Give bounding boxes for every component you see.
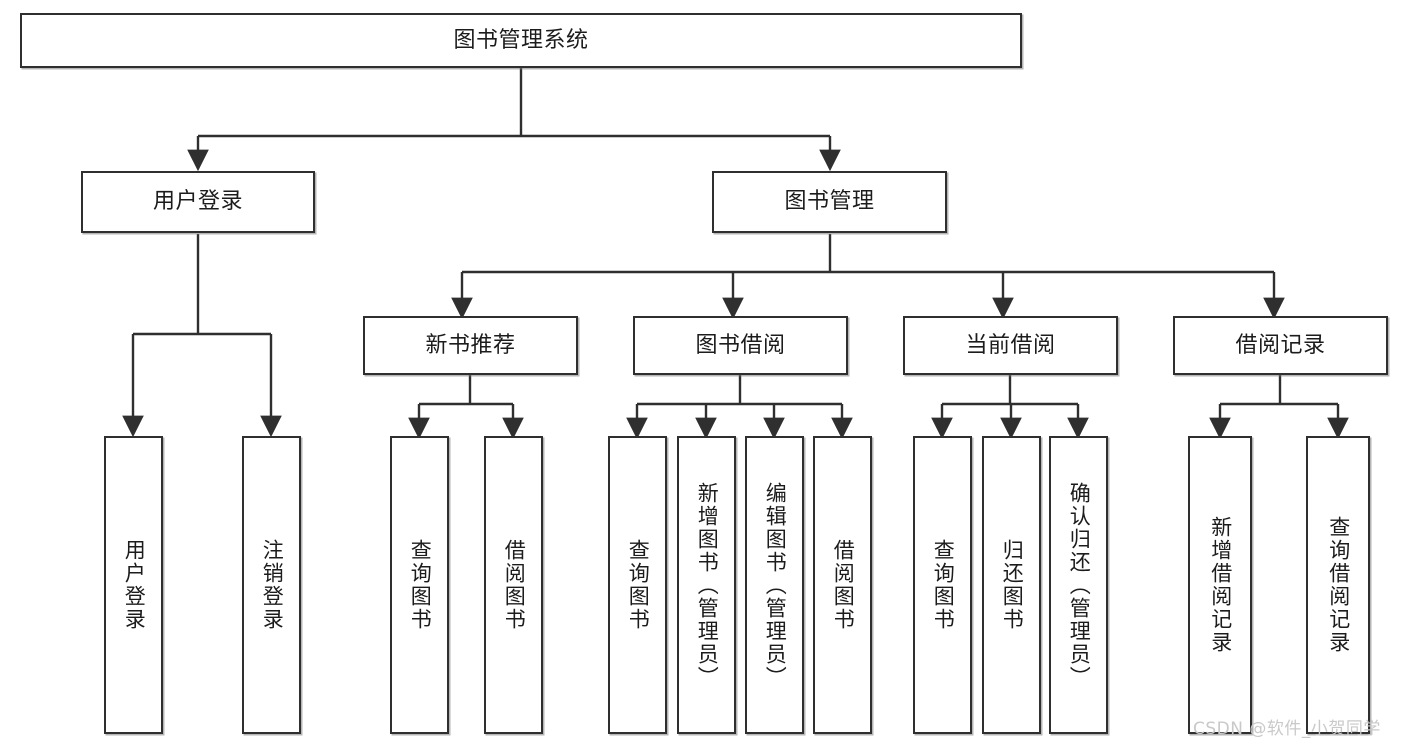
node-leaf-add-book[interactable]: 新增图书（管理员） <box>677 436 736 734</box>
node-leaf-borrow-book-2[interactable]: 借阅图书 <box>813 436 872 734</box>
node-user-login-label: 用户登录 <box>152 189 243 215</box>
node-leaf-query-book-1[interactable]: 查询图书 <box>390 436 449 734</box>
node-book-management[interactable]: 图书管理 <box>712 171 947 233</box>
node-leaf-return-book[interactable]: 归还图书 <box>982 436 1041 734</box>
node-leaf-logout-label: 注销登录 <box>260 539 285 631</box>
node-leaf-add-record-label: 新增借阅记录 <box>1208 516 1233 654</box>
node-root-label: 图书管理系统 <box>453 27 589 53</box>
node-leaf-query-book-2[interactable]: 查询图书 <box>608 436 667 734</box>
node-new-book-recommend-label: 新书推荐 <box>425 332 516 358</box>
node-leaf-add-record[interactable]: 新增借阅记录 <box>1188 436 1252 734</box>
node-new-book-recommend[interactable]: 新书推荐 <box>363 316 578 375</box>
node-leaf-add-book-label: 新增图书（管理员） <box>695 481 720 689</box>
node-borrow-record[interactable]: 借阅记录 <box>1173 316 1388 375</box>
node-leaf-edit-book-label: 编辑图书（管理员） <box>763 481 788 689</box>
node-leaf-query-book-1-label: 查询图书 <box>408 539 433 631</box>
node-leaf-logout[interactable]: 注销登录 <box>242 436 301 734</box>
node-leaf-query-record[interactable]: 查询借阅记录 <box>1306 436 1370 734</box>
node-leaf-user-login-label: 用户登录 <box>122 539 147 631</box>
node-leaf-query-book-3-label: 查询图书 <box>931 539 956 631</box>
node-leaf-borrow-book-1[interactable]: 借阅图书 <box>484 436 543 734</box>
node-leaf-query-record-label: 查询借阅记录 <box>1326 516 1351 654</box>
node-leaf-query-book-3[interactable]: 查询图书 <box>913 436 972 734</box>
node-borrow-record-label: 借阅记录 <box>1235 332 1326 358</box>
node-book-borrow-label: 图书借阅 <box>695 332 786 358</box>
node-user-login[interactable]: 用户登录 <box>81 171 315 233</box>
node-leaf-confirm-return-label: 确认归还（管理员） <box>1067 481 1092 689</box>
node-leaf-query-book-2-label: 查询图书 <box>626 539 651 631</box>
node-leaf-user-login[interactable]: 用户登录 <box>104 436 163 734</box>
node-leaf-return-book-label: 归还图书 <box>1000 539 1025 631</box>
node-current-borrow[interactable]: 当前借阅 <box>903 316 1118 375</box>
node-current-borrow-label: 当前借阅 <box>965 332 1056 358</box>
node-leaf-borrow-book-1-label: 借阅图书 <box>502 539 527 631</box>
node-leaf-borrow-book-2-label: 借阅图书 <box>831 539 856 631</box>
node-root[interactable]: 图书管理系统 <box>20 13 1022 68</box>
node-book-management-label: 图书管理 <box>784 189 875 215</box>
node-book-borrow[interactable]: 图书借阅 <box>633 316 848 375</box>
node-leaf-confirm-return[interactable]: 确认归还（管理员） <box>1049 436 1108 734</box>
node-leaf-edit-book[interactable]: 编辑图书（管理员） <box>745 436 804 734</box>
